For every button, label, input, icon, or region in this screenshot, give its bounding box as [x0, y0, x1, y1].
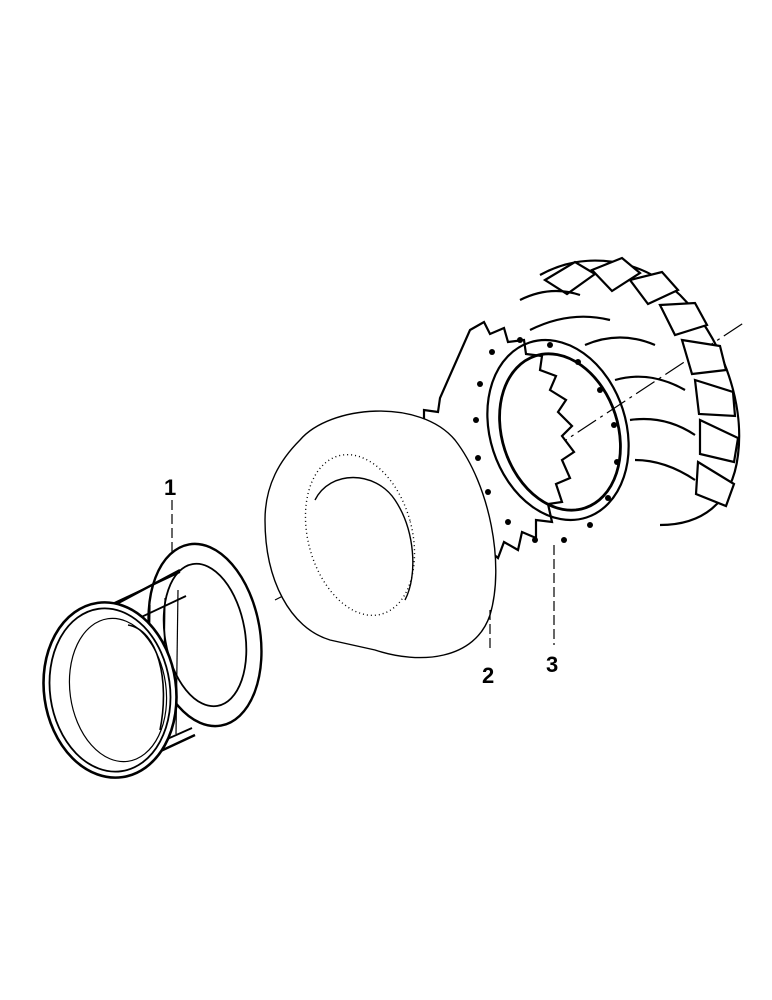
inner-tube-icon [264, 410, 497, 659]
wheel-rim-icon [42, 542, 263, 779]
leader-lines [171, 500, 555, 650]
callout-2: 2 [482, 663, 494, 688]
callout-3: 3 [546, 652, 558, 677]
callout-1: 1 [164, 475, 176, 500]
